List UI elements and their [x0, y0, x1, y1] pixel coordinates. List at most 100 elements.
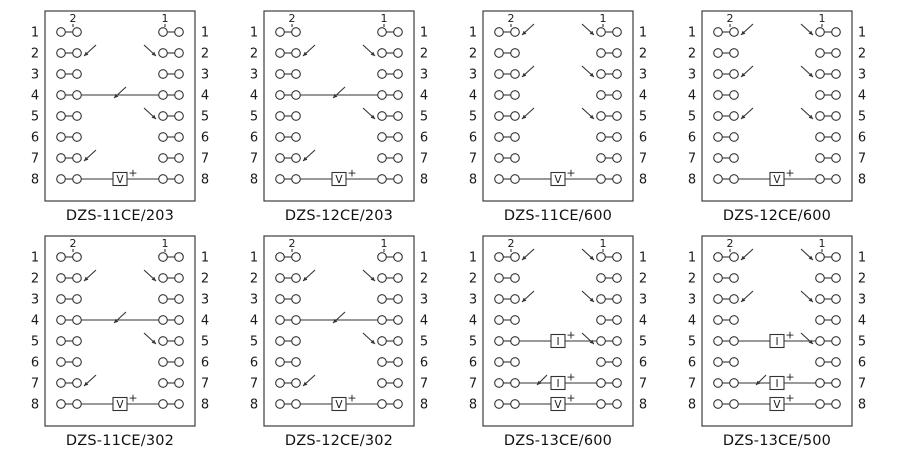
terminal-circle	[612, 252, 622, 262]
terminal-circle	[72, 153, 82, 163]
terminal-circle	[393, 357, 403, 367]
terminal-number-right: 1	[420, 26, 428, 41]
terminal-circle	[729, 336, 739, 346]
terminal-circle	[158, 399, 168, 409]
terminal-circle	[713, 90, 723, 100]
terminal-circle	[275, 69, 285, 79]
terminal-number-right: 5	[858, 335, 866, 350]
terminal-number-right: 1	[420, 251, 428, 266]
group-label-right: 1	[600, 237, 607, 250]
terminal-circle	[174, 399, 184, 409]
terminal-number-left: 8	[688, 398, 696, 413]
terminal-number-right: 2	[201, 47, 209, 62]
contact-arrow	[741, 297, 746, 302]
terminal-number-left: 7	[31, 152, 39, 167]
terminal-number-left: 2	[469, 47, 477, 62]
terminal-number-left: 1	[469, 26, 477, 41]
contact-arrow	[808, 30, 813, 35]
contact-arrow	[303, 276, 308, 281]
terminal-circle	[377, 174, 387, 184]
device-symbol: V	[554, 399, 562, 411]
terminal-circle	[815, 69, 825, 79]
current-device-box	[769, 375, 785, 391]
device-symbol: V	[773, 174, 781, 186]
terminal-circle	[275, 174, 285, 184]
terminal-circle	[494, 27, 504, 37]
terminal-circle	[713, 273, 723, 283]
terminal-circle	[158, 174, 168, 184]
terminal-circle	[291, 378, 301, 388]
terminal-circle	[275, 252, 285, 262]
terminal-circle	[72, 378, 82, 388]
contact-arrow	[808, 339, 813, 344]
terminal-number-left: 2	[688, 272, 696, 287]
terminal-circle	[831, 315, 841, 325]
terminal-circle	[56, 336, 66, 346]
terminal-number-right: 2	[201, 272, 209, 287]
terminal-number-right: 8	[201, 398, 209, 413]
terminal-number-left: 6	[250, 356, 258, 371]
contact-arrow	[370, 339, 375, 344]
terminal-circle	[393, 273, 403, 283]
terminal-number-left: 8	[469, 398, 477, 413]
terminal-circle	[56, 153, 66, 163]
terminal-circle	[291, 90, 301, 100]
terminal-circle	[510, 357, 520, 367]
terminal-number-left: 1	[31, 251, 39, 266]
contact-arrow	[589, 339, 594, 344]
terminal-circle	[596, 252, 606, 262]
terminal-circle	[56, 111, 66, 121]
terminal-circle	[596, 132, 606, 142]
current-device-box	[550, 375, 566, 391]
terminal-number-right: 8	[420, 173, 428, 188]
terminal-circle	[729, 174, 739, 184]
polarity-plus: +	[785, 167, 794, 180]
terminal-circle	[612, 378, 622, 388]
terminal-circle	[510, 132, 520, 142]
terminal-circle	[174, 69, 184, 79]
terminal-circle	[72, 111, 82, 121]
terminal-circle	[729, 357, 739, 367]
terminal-number-right: 6	[639, 131, 647, 146]
terminal-number-left: 3	[688, 68, 696, 83]
terminal-circle	[72, 273, 82, 283]
terminal-number-right: 5	[201, 110, 209, 125]
terminal-circle	[393, 27, 403, 37]
contact-arrow	[756, 380, 761, 385]
terminal-circle	[596, 357, 606, 367]
terminal-number-left: 5	[250, 335, 258, 350]
contact-arrow	[808, 72, 813, 77]
terminal-circle	[377, 90, 387, 100]
terminal-circle	[494, 111, 504, 121]
terminal-circle	[275, 273, 285, 283]
terminal-number-right: 3	[201, 68, 209, 83]
group-label-left: 2	[289, 237, 296, 250]
current-device-box	[550, 333, 566, 349]
terminal-circle	[377, 27, 387, 37]
terminal-circle	[174, 357, 184, 367]
voltage-device-box	[769, 396, 785, 412]
terminal-circle	[713, 153, 723, 163]
terminal-circle	[494, 174, 504, 184]
terminal-circle	[729, 132, 739, 142]
terminal-number-left: 8	[469, 173, 477, 188]
diagram-border	[701, 10, 853, 202]
terminal-circle	[275, 132, 285, 142]
terminal-circle	[729, 294, 739, 304]
terminal-circle	[393, 153, 403, 163]
terminal-circle	[612, 153, 622, 163]
voltage-device-box	[331, 171, 347, 187]
terminal-circle	[158, 378, 168, 388]
terminal-number-right: 6	[420, 356, 428, 371]
contact-arrow	[522, 30, 527, 35]
terminal-circle	[158, 111, 168, 121]
voltage-device-box	[550, 396, 566, 412]
terminal-number-right: 6	[201, 131, 209, 146]
terminal-number-right: 2	[420, 47, 428, 62]
terminal-circle	[377, 399, 387, 409]
terminal-circle	[275, 90, 285, 100]
terminal-circle	[275, 294, 285, 304]
terminal-number-right: 1	[201, 251, 209, 266]
